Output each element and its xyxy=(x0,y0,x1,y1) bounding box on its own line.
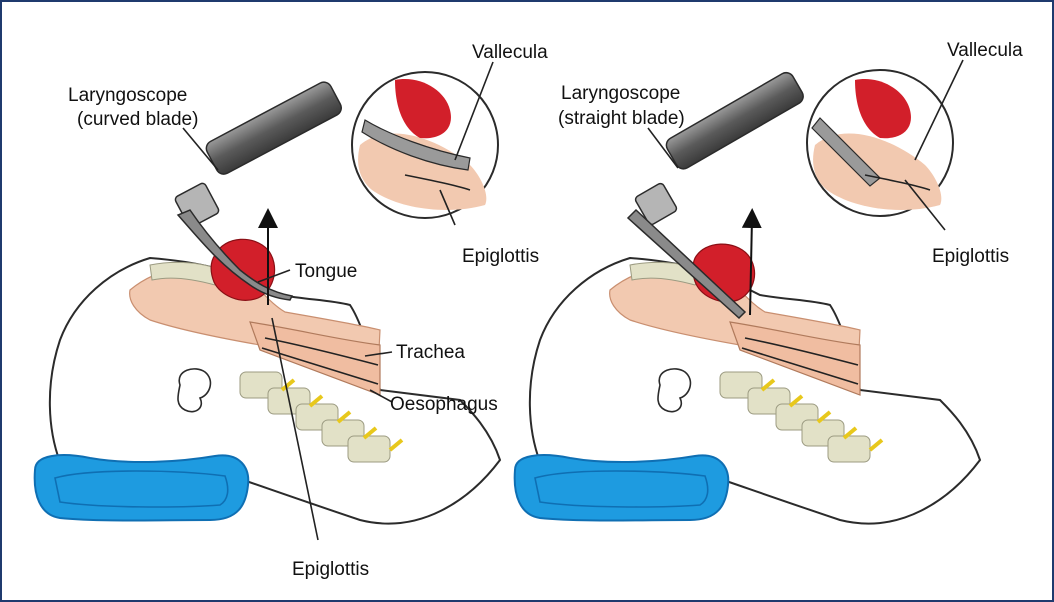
left-epiglottis-bottom-label: Epiglottis xyxy=(292,559,369,580)
right-inset xyxy=(807,70,953,216)
left-tongue-label: Tongue xyxy=(295,261,357,282)
left-trachea-label: Trachea xyxy=(396,342,465,363)
right-epiglottis-inset-label: Epiglottis xyxy=(932,246,1009,267)
left-inset xyxy=(352,72,498,218)
right-laryngoscope-label-1: Laryngoscope xyxy=(561,83,680,104)
left-panel: Laryngoscope (curved blade) Vallecula Ep… xyxy=(35,42,548,580)
right-vallecula-label: Vallecula xyxy=(947,40,1023,61)
right-laryngoscope-label-2: (straight blade) xyxy=(558,108,685,129)
left-vallecula-label: Vallecula xyxy=(472,42,548,63)
left-epiglottis-inset-label: Epiglottis xyxy=(462,246,539,267)
left-laryngoscope-label-1: Laryngoscope xyxy=(68,85,187,106)
right-pillow xyxy=(515,455,729,520)
right-panel: Laryngoscope (straight blade) Vallecula … xyxy=(515,40,1023,524)
left-laryngoscope-label-2: (curved blade) xyxy=(77,109,198,130)
left-oesophagus-label: Oesophagus xyxy=(390,394,498,415)
left-pillow xyxy=(35,455,249,520)
